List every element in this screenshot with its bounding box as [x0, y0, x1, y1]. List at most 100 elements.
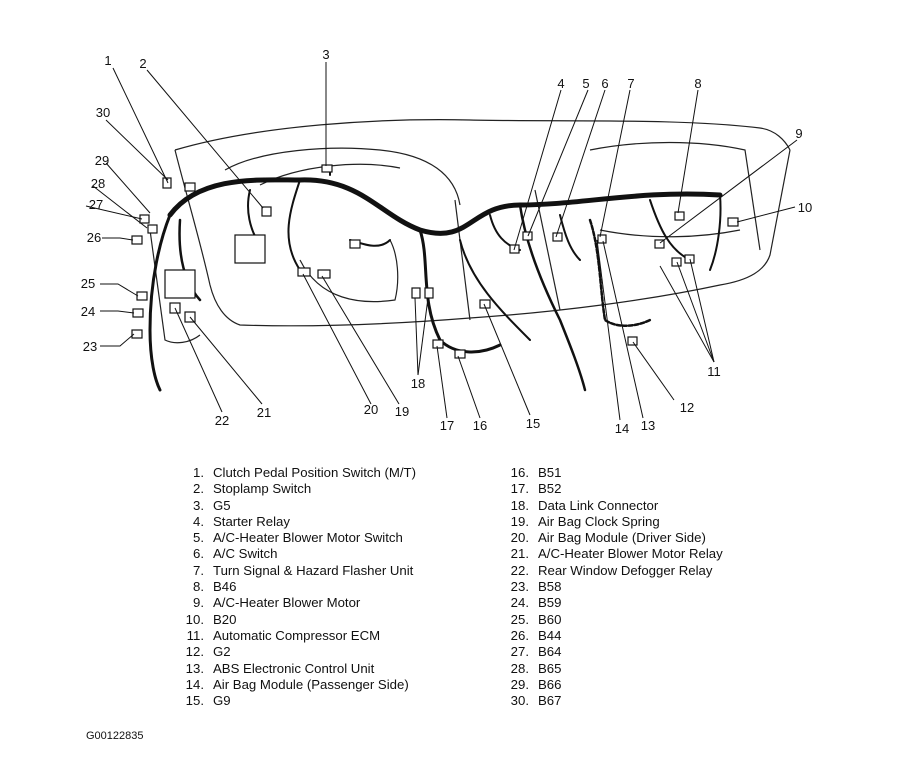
legend-number: 21. — [510, 546, 529, 562]
legend-label: A/C-Heater Blower Motor — [213, 595, 361, 611]
legend-item: 4. Starter Relay — [178, 514, 416, 530]
legend-item: 7. Turn Signal & Hazard Flasher Unit — [178, 563, 416, 579]
legend-item: 22.Rear Window Defogger Relay — [503, 563, 723, 579]
callout-7: 7 — [627, 76, 634, 91]
legend-number: 20. — [510, 530, 529, 546]
legend-item: 13. ABS Electronic Control Unit — [178, 661, 416, 677]
legend-right-column: 16. B51 17. B52 18. Data Link Connector 19.… — [503, 465, 723, 709]
legend-item: 12.G2 — [178, 644, 416, 660]
legend-number: 12. — [185, 644, 204, 660]
callout-1: 1 — [104, 53, 111, 68]
callout-4: 4 — [557, 76, 564, 91]
callout-18: 18 — [411, 376, 425, 391]
dashboard-outline — [149, 119, 791, 344]
callout-27: 27 — [89, 197, 103, 212]
callout-8: 8 — [694, 76, 701, 91]
legend-number: 15. — [185, 693, 204, 709]
legend-item: 23.B58 — [503, 579, 723, 595]
legend-number: 28. — [510, 660, 529, 676]
callout-17: 17 — [440, 418, 454, 433]
legend-item: 19. Air Bag Clock Spring — [503, 514, 723, 530]
legend-item: 18. Data Link Connector — [503, 498, 723, 514]
legend-item: 1.Clutch Pedal Position Switch (M/T) — [178, 465, 416, 481]
legend-label: B20 — [213, 611, 237, 627]
legend-number: 29. — [510, 676, 529, 692]
legend-label: B51 — [538, 465, 562, 480]
legend-item: 20.Air Bag Module (Driver Side) — [503, 530, 723, 546]
legend-item: 9. A/C-Heater Blower Motor — [178, 595, 416, 611]
legend-label: G5 — [213, 497, 231, 513]
legend-item: 14. Air Bag Module (Passenger Side) — [178, 677, 416, 693]
legend-item: 29. B66 — [503, 677, 723, 693]
legend-number: 16. — [510, 465, 529, 480]
legend-label: B65 — [538, 660, 562, 676]
legend-item: 21. A/C-Heater Blower Motor Relay — [503, 546, 723, 562]
legend-number: 10. — [185, 611, 204, 627]
legend-number: 14. — [185, 676, 204, 692]
legend-number: 18. — [510, 497, 529, 513]
callout-28: 28 — [91, 176, 105, 191]
callout-21: 21 — [257, 405, 271, 420]
legend-item: 10. B20 — [178, 612, 416, 628]
legend-item: 3.G5 — [178, 498, 416, 514]
callout-22: 22 — [215, 413, 229, 428]
legend-item: 24. B59 — [503, 595, 723, 611]
legend-label: ABS Electronic Control Unit — [213, 660, 375, 676]
legend-number: 27. — [510, 644, 529, 660]
callout-16: 16 — [473, 418, 487, 433]
legend-label: Air Bag Clock Spring — [538, 513, 660, 529]
wiring-harness — [148, 167, 723, 392]
legend-label: Data Link Connector — [538, 497, 659, 513]
callout-14: 14 — [615, 421, 629, 436]
legend-number: 2. — [193, 481, 204, 497]
legend-item: 25.B60 — [503, 612, 723, 628]
legend-number: 24. — [510, 595, 529, 611]
callout-15: 15 — [526, 416, 540, 431]
callout-12: 12 — [680, 400, 694, 415]
legend-item: 27.B64 — [503, 644, 723, 660]
callout-5: 5 — [582, 76, 589, 91]
legend-label: Starter Relay — [213, 513, 290, 529]
legend-number: 4. — [193, 513, 204, 529]
legend-item: 6.A/C Switch — [178, 546, 416, 562]
legend-number: 9. — [193, 595, 204, 611]
legend-label: Turn Signal & Hazard Flasher Unit — [213, 562, 414, 578]
legend-label: B59 — [538, 595, 562, 611]
legend-label: B46 — [213, 579, 237, 595]
legend-label: B52 — [538, 481, 562, 497]
callout-11: 11 — [707, 364, 721, 379]
callout-26: 26 — [87, 230, 101, 245]
callout-3: 3 — [322, 47, 329, 62]
legend-label: A/C-Heater Blower Motor Relay — [538, 546, 723, 562]
callout-23: 23 — [83, 339, 97, 354]
legend-item: 28. B65 — [503, 661, 723, 677]
legend-label: Air Bag Module (Passenger Side) — [213, 676, 409, 692]
callout-19: 19 — [395, 404, 409, 419]
callout-6: 6 — [601, 76, 608, 91]
legend-number: 30. — [510, 693, 529, 709]
legend-item: 16. B51 — [503, 465, 723, 481]
dashboard-wiring-illustration: 1 2 3 4 5 6 7 8 9 10 11 12 13 14 15 16 1… — [81, 47, 812, 436]
legend-item: 17. B52 — [503, 481, 723, 497]
callout-24: 24 — [81, 304, 95, 319]
legend-label: Clutch Pedal Position Switch (M/T) — [213, 465, 417, 480]
legend-label: B66 — [538, 676, 562, 692]
legend-number: 25. — [510, 611, 529, 627]
legend-item: 30. B67 — [503, 693, 723, 709]
callout-30: 30 — [96, 105, 110, 120]
legend-number: 7. — [193, 562, 204, 578]
legend-number: 17. — [510, 481, 529, 497]
legend-label: B67 — [538, 693, 562, 709]
legend-label: G9 — [213, 693, 231, 709]
legend-number: 13. — [185, 660, 204, 676]
legend-number: 19. — [510, 513, 529, 529]
legend-item: 5.A/C-Heater Blower Motor Switch — [178, 530, 416, 546]
callout-numbers: 1 2 3 4 5 6 7 8 9 10 11 12 13 14 15 16 1… — [81, 47, 812, 436]
legend-item: 11.Automatic Compressor ECM — [178, 628, 416, 644]
legend-label: A/C-Heater Blower Motor Switch — [213, 530, 403, 546]
legend-number: 8. — [193, 579, 204, 595]
legend-label: B44 — [538, 627, 562, 643]
leader-lines — [85, 62, 798, 421]
callout-9: 9 — [795, 126, 802, 141]
legend-number: 6. — [193, 546, 204, 562]
